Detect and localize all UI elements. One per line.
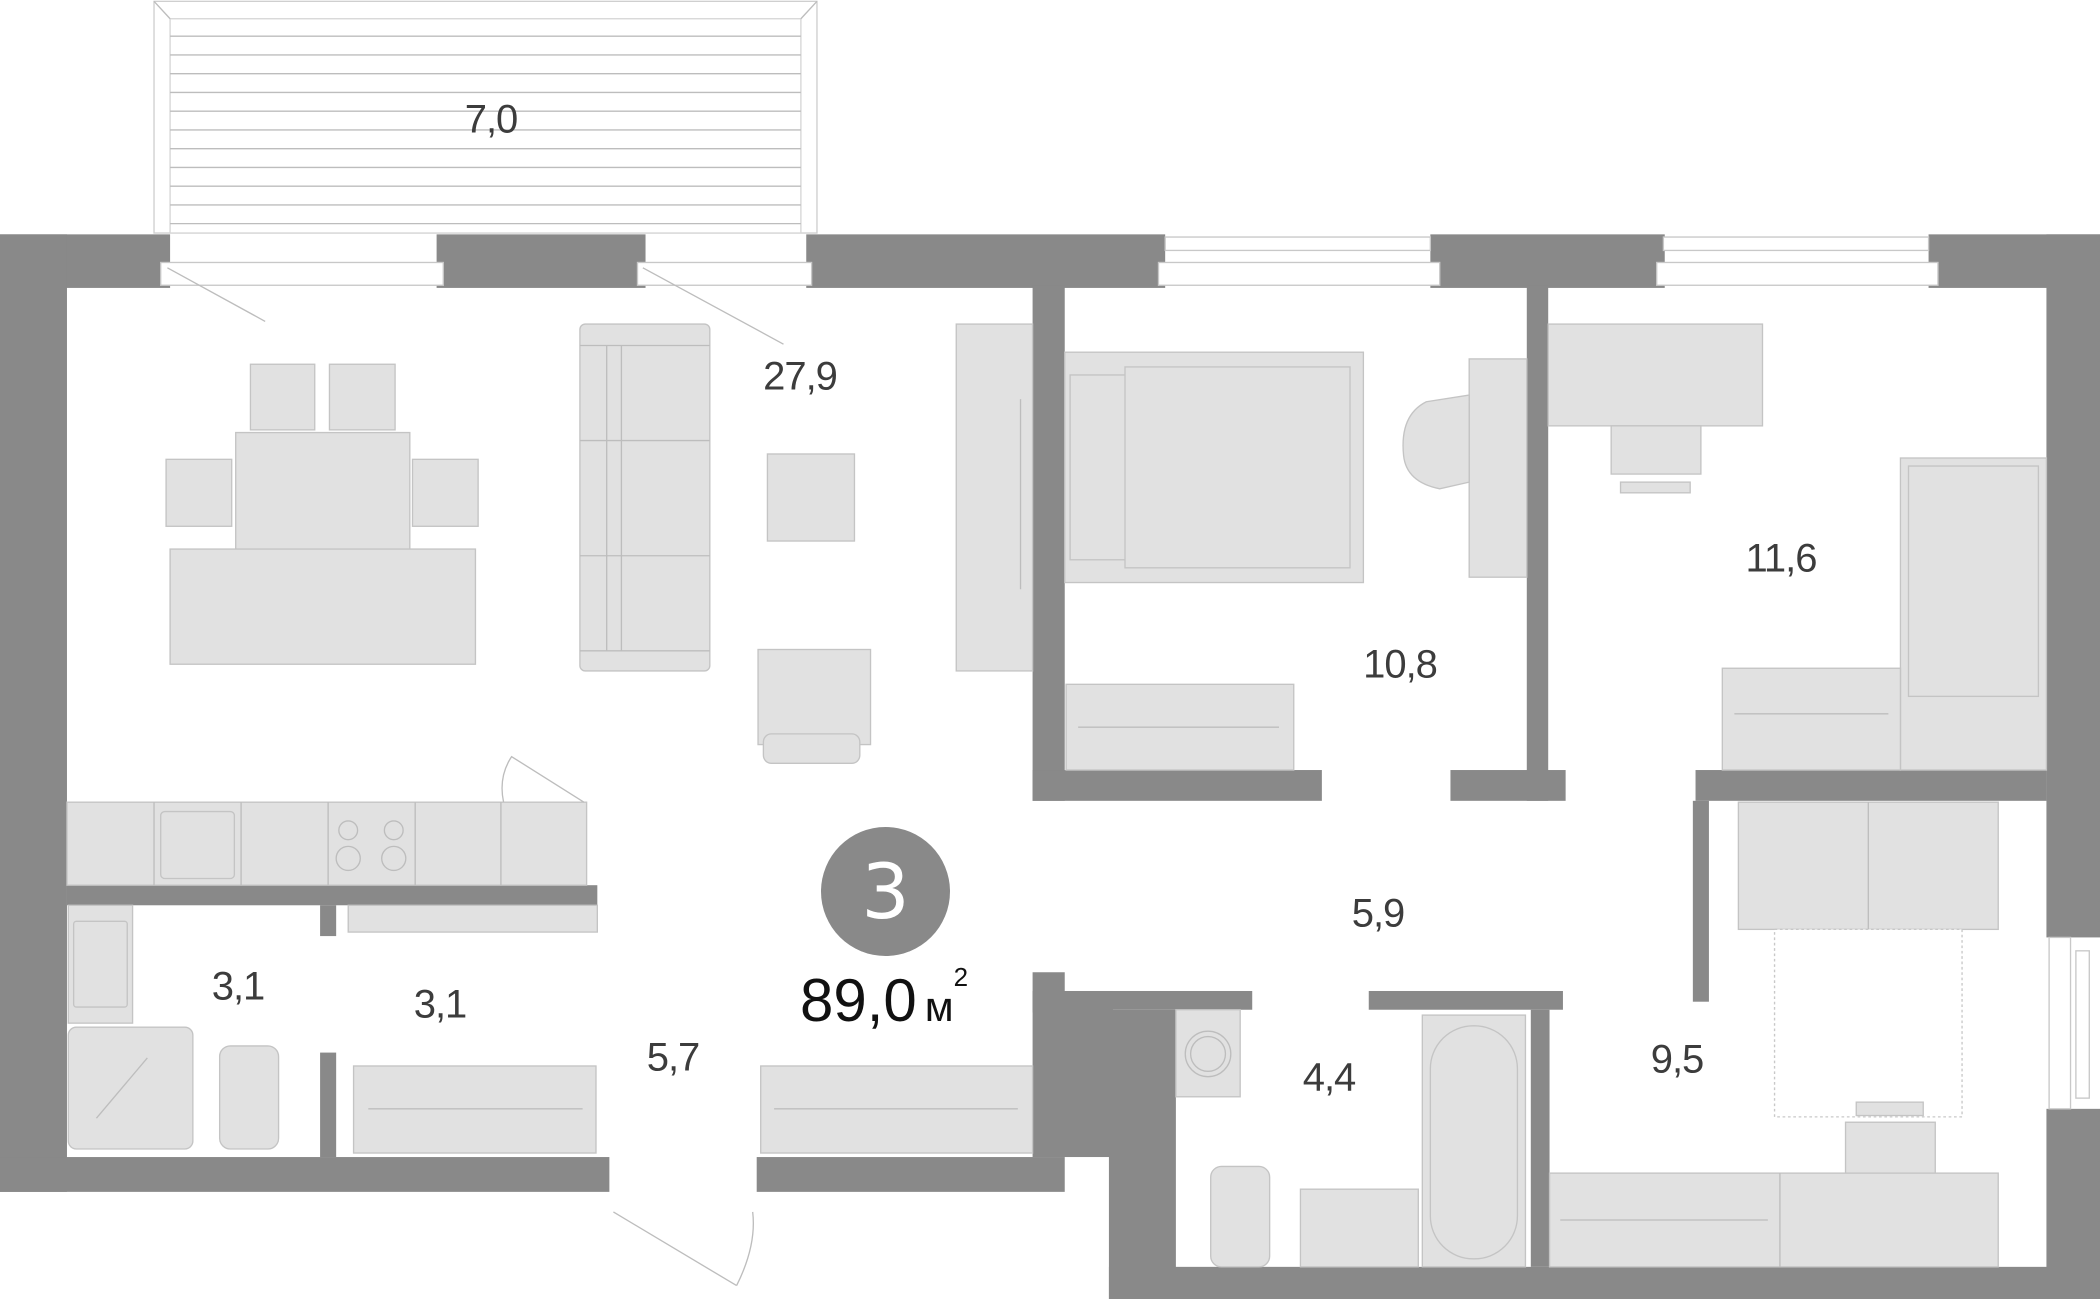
area-bedroom-3: 9,5 bbox=[1650, 1037, 1705, 1082]
room-count-badge: 3 bbox=[821, 827, 950, 956]
shelf bbox=[347, 904, 598, 933]
area-balcony: 7,0 bbox=[464, 97, 519, 142]
walls bbox=[0, 234, 2100, 1299]
area-bedroom-1: 10,8 bbox=[1363, 642, 1438, 687]
tv-unit bbox=[955, 323, 1034, 672]
area-bathroom-2: 4,4 bbox=[1302, 1055, 1357, 1100]
wardrobe-entry-2 bbox=[760, 1065, 1034, 1154]
wardrobe-bedroom-3 bbox=[1548, 1172, 1999, 1268]
area-storage: 3,1 bbox=[413, 982, 468, 1027]
total-area-value: 89,0 bbox=[800, 967, 917, 1034]
bed-1 bbox=[1064, 351, 1365, 584]
coffee-table bbox=[766, 453, 856, 542]
total-area-unit: м bbox=[924, 983, 954, 1030]
dining-set bbox=[165, 363, 479, 665]
area-hall: 5,9 bbox=[1351, 891, 1406, 936]
total-area-exponent: 2 bbox=[953, 962, 969, 992]
bathroom-1-fixtures bbox=[67, 904, 280, 1150]
desk-1 bbox=[1402, 358, 1528, 578]
area-entry: 5,7 bbox=[646, 1035, 701, 1080]
area-bedroom-2: 11,6 bbox=[1745, 536, 1818, 581]
wardrobe-bedroom-2 bbox=[1721, 667, 1902, 771]
wardrobe-bedroom-1 bbox=[1065, 683, 1295, 771]
sofa bbox=[579, 323, 711, 672]
armchair bbox=[757, 648, 872, 764]
bed-2 bbox=[1899, 457, 2048, 771]
area-living-kitchen: 27,9 bbox=[763, 354, 838, 399]
room-count: 3 bbox=[861, 847, 910, 936]
windows bbox=[160, 236, 2090, 1110]
desk-2 bbox=[1547, 323, 1764, 494]
balcony bbox=[153, 0, 818, 234]
entry-door bbox=[613, 1211, 754, 1287]
area-bathroom-1: 3,1 bbox=[211, 964, 266, 1009]
bed-3 bbox=[1737, 801, 1999, 1118]
kitchen-counter bbox=[66, 755, 588, 886]
bathroom-2-fixtures bbox=[1175, 1009, 1527, 1268]
wardrobe-entry-1 bbox=[352, 1065, 597, 1154]
